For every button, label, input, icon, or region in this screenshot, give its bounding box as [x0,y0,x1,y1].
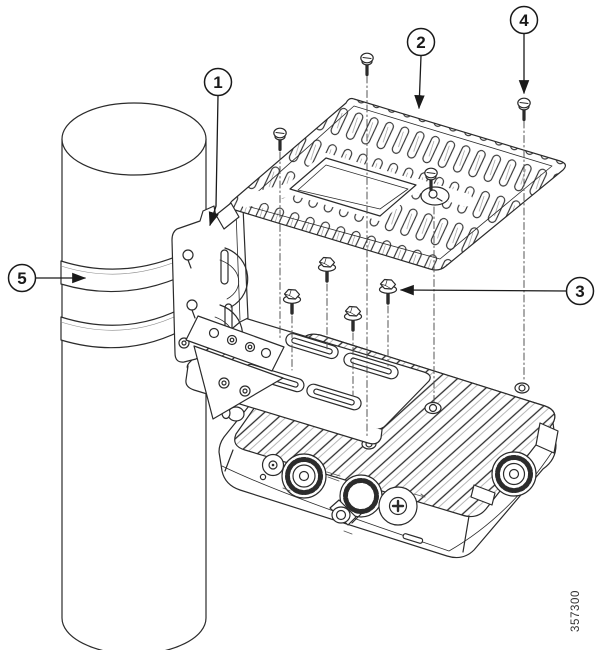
leader-line [208,95,219,227]
callout-5-number: 5 [17,269,26,288]
right-side-label [535,422,559,454]
pole [61,102,207,650]
hex-bolt [377,277,399,305]
antenna-port-3 [491,451,537,497]
clamp-flange-holes [208,327,272,359]
ground-lug-dome [378,486,418,526]
small-screw-dot [259,473,267,481]
pole-mount-bracket [171,205,431,445]
leader-line [399,284,567,296]
plate-interlock-tab [215,202,240,230]
machine-screw [516,96,532,122]
adapter-mounting-plate [215,97,566,271]
callout-1-number: 1 [213,73,222,92]
console-port [261,453,285,477]
gusset-holes [218,377,251,397]
plate-center-opening [289,157,417,217]
figure-number: 357300 [570,590,582,632]
machine-screw [359,51,375,77]
hex-bolt [342,304,364,332]
bracket-gusset [193,345,284,420]
leader-line [414,55,425,110]
callout-4: 4 [509,5,539,95]
callout-2-number: 2 [416,33,425,52]
callout-3-number: 3 [575,282,584,301]
callouts: 1 2 3 4 5 [7,5,595,306]
hex-flange-bolts [281,255,399,332]
port-label-marks [282,471,426,535]
callout-1: 1 [203,67,233,227]
callout-5: 5 [7,263,87,293]
alignment-dash-lines [279,75,525,439]
callout-4-number: 4 [519,11,529,30]
callout-3: 3 [399,276,595,306]
front-label [470,484,496,506]
strap-slot-upper [220,249,229,285]
bracket-keyholes [178,249,198,349]
hex-bolt [316,255,338,283]
callout-2: 2 [406,27,436,110]
machine-screw [272,126,288,152]
antenna-port-2 [329,474,383,526]
bottom-vent-slot [402,533,424,544]
hex-bolt [281,287,303,315]
antenna-port-1 [281,453,327,499]
